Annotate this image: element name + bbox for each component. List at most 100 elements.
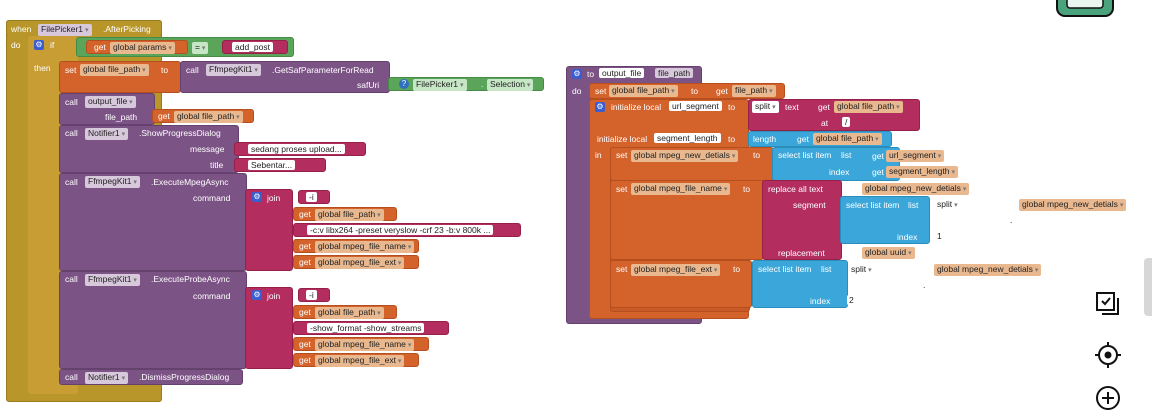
- help-icon[interactable]: ?: [399, 79, 409, 89]
- proc-param[interactable]: file_path: [655, 68, 694, 78]
- to-label: to: [161, 65, 169, 75]
- set-label: set: [616, 184, 628, 194]
- get-label: get: [818, 102, 830, 112]
- var-dropdown[interactable]: global mpeg_file_ext: [631, 264, 721, 276]
- var-dropdown[interactable]: global mpeg_file_ext: [315, 355, 405, 367]
- get-label: get: [872, 151, 884, 161]
- event-component-dropdown[interactable]: FilePicker1: [38, 24, 92, 36]
- select-label: select list item: [758, 264, 812, 274]
- join-gear-icon[interactable]: ⚙: [252, 290, 262, 300]
- selection-prop-dropdown[interactable]: Selection: [487, 79, 534, 91]
- var-dropdown[interactable]: global file_path: [315, 307, 384, 319]
- var-params-dropdown[interactable]: global params: [110, 42, 175, 54]
- init-label: initialize local: [597, 134, 648, 144]
- picker-comp-dropdown[interactable]: FilePicker1: [413, 79, 467, 91]
- ffmpeg-comp-dropdown[interactable]: FfmpegKit1: [206, 64, 261, 76]
- proc-name-dropdown[interactable]: output_file: [85, 96, 136, 108]
- set-label: set: [616, 264, 628, 274]
- get-label: get: [299, 339, 311, 349]
- local-var-name[interactable]: segment_length: [654, 133, 721, 143]
- var-dropdown[interactable]: global mpeg_file_ext: [315, 257, 405, 269]
- index-number-1[interactable]: 1: [935, 231, 944, 241]
- sep-string[interactable]: -i: [306, 192, 317, 202]
- notifier-comp-dropdown[interactable]: Notifier1: [85, 128, 129, 140]
- dot-string[interactable]: .: [1007, 215, 1016, 225]
- split-dropdown[interactable]: split: [848, 264, 875, 276]
- var-dropdown[interactable]: global mpeg_file_name: [315, 339, 415, 351]
- segment-label: segment: [793, 200, 826, 210]
- dot-string[interactable]: .: [920, 280, 929, 290]
- var-dropdown[interactable]: segment_length: [886, 166, 958, 178]
- zoom-in-icon[interactable]: [1094, 384, 1122, 412]
- join-block-probe[interactable]: [245, 287, 293, 369]
- replace-all-block[interactable]: [762, 180, 842, 260]
- length-label: length: [753, 134, 777, 144]
- join-block-mpeg[interactable]: [245, 189, 293, 271]
- if-gear-icon[interactable]: ⚙: [34, 40, 44, 50]
- set-label: set: [616, 150, 628, 160]
- execute-mpeg-block[interactable]: [59, 173, 247, 271]
- get-label: get: [299, 307, 311, 317]
- var-dropdown[interactable]: global file_path: [834, 101, 903, 113]
- local-var-name[interactable]: url_segment: [669, 101, 722, 111]
- var-dropdown[interactable]: global mpeg_new_detials: [1019, 199, 1127, 211]
- to-label: to: [743, 184, 751, 194]
- var-dropdown[interactable]: global uuid: [862, 247, 915, 259]
- var-dropdown[interactable]: file_path: [732, 85, 776, 97]
- var-dropdown[interactable]: global file_path: [315, 209, 384, 221]
- compare-op-dropdown[interactable]: =: [192, 42, 209, 54]
- args-value[interactable]: -show_format -show_streams: [307, 323, 425, 333]
- notifier-comp-dropdown[interactable]: Notifier1: [85, 372, 129, 384]
- join-gear-icon[interactable]: ⚙: [252, 192, 262, 202]
- recenter-icon[interactable]: [1094, 341, 1122, 369]
- var-dropdown[interactable]: global mpeg_file_name: [631, 183, 731, 195]
- var-dropdown[interactable]: global mpeg_new_detials: [862, 183, 970, 195]
- var-dropdown[interactable]: global file_path: [813, 133, 882, 145]
- backpack-icon[interactable]: [1055, 0, 1115, 18]
- call-label: call: [186, 65, 199, 75]
- command-label: command: [193, 291, 231, 301]
- var-dropdown[interactable]: url_segment: [886, 150, 945, 162]
- ffmpeg-comp-dropdown[interactable]: FfmpegKit1: [85, 274, 140, 286]
- show-progress-label: .ShowProgressDialog: [139, 128, 221, 138]
- string-add-post-value[interactable]: add_post: [232, 42, 273, 52]
- ffmpeg-comp-dropdown[interactable]: FfmpegKit1: [85, 176, 140, 188]
- get-label: get: [94, 42, 106, 52]
- var-dropdown[interactable]: global mpeg_new_detials: [934, 264, 1042, 276]
- call-label: call: [65, 97, 78, 107]
- text-label: text: [884, 264, 898, 274]
- proc-gear-icon[interactable]: ⚙: [572, 69, 582, 79]
- command-label: command: [193, 193, 231, 203]
- set-label: set: [65, 65, 77, 75]
- list-label: list: [841, 150, 852, 160]
- at-label: at: [977, 216, 985, 226]
- init-gear-icon[interactable]: ⚙: [595, 102, 605, 112]
- title-value[interactable]: Sebentar...: [248, 160, 296, 170]
- select-list-item-3[interactable]: [752, 260, 848, 308]
- split-dropdown[interactable]: split: [934, 199, 961, 211]
- scrollbar[interactable]: [1144, 258, 1152, 316]
- then-label: then: [34, 63, 51, 73]
- args-value[interactable]: -c:v libx264 -preset veryslow -crf 23 -b…: [307, 225, 494, 235]
- var-dropdown[interactable]: global mpeg_file_name: [315, 241, 415, 253]
- set-var-dropdown[interactable]: global file_path: [80, 64, 149, 76]
- execute-probe-block[interactable]: [59, 271, 247, 369]
- get-label: get: [918, 264, 930, 274]
- select-label: select list item: [846, 200, 900, 210]
- call-label: call: [65, 372, 78, 382]
- var-file-path-dropdown[interactable]: global file_path: [174, 111, 243, 123]
- split-dropdown[interactable]: split: [752, 101, 779, 113]
- proc-name-field[interactable]: output_file: [599, 68, 645, 78]
- sep-string[interactable]: -i: [306, 290, 317, 300]
- select-label: select list item: [778, 150, 832, 160]
- select-list-item-2[interactable]: [840, 196, 930, 244]
- slash-string[interactable]: /: [842, 117, 851, 127]
- index-number-2[interactable]: 2: [847, 295, 856, 305]
- message-value[interactable]: sedang proses upload...: [248, 144, 345, 154]
- init-label: initialize local: [611, 102, 662, 112]
- cleanup-icon[interactable]: [1094, 290, 1122, 318]
- var-dropdown[interactable]: global file_path: [609, 85, 678, 97]
- var-dropdown[interactable]: global mpeg_new_detials: [631, 150, 739, 162]
- get-label: get: [872, 167, 884, 177]
- dismiss-label: .DismissProgressDialog: [139, 372, 230, 382]
